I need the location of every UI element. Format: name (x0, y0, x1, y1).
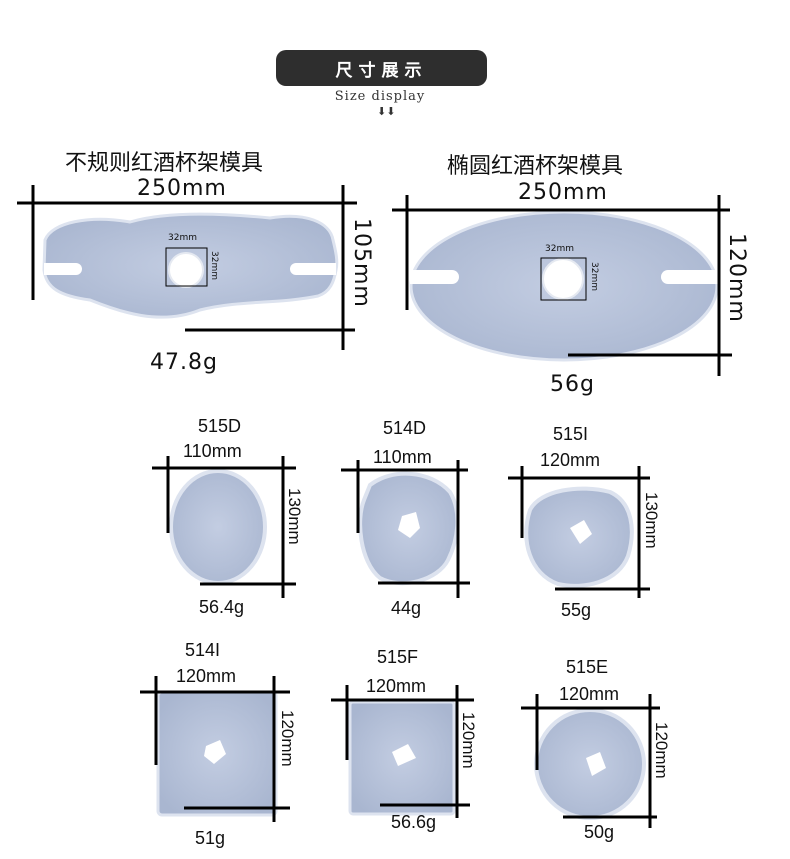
height-514I: 120mm (278, 710, 297, 767)
irregular-wine-rack-mold (42, 212, 339, 319)
mold-hole (204, 740, 226, 764)
mold-515F (331, 685, 474, 818)
width-515I: 120mm (540, 450, 601, 470)
slot-left (44, 263, 82, 275)
section-title: 尺寸展示 (335, 60, 428, 81)
glass-hole (542, 258, 584, 300)
height-515I: 130mm (642, 492, 661, 549)
height-515E: 120mm (652, 722, 671, 779)
width-514D: 110mm (373, 447, 432, 467)
oval-hole-height: 32mm (589, 262, 599, 291)
weight-514D: 44g (391, 598, 422, 618)
irregular-dimension-lines (17, 185, 357, 350)
oval-mold-title: 椭圆红酒杯架模具 (447, 154, 624, 179)
oval-dimension-lines (392, 195, 732, 376)
mold-515I (508, 466, 650, 598)
weight-515I: 55g (561, 600, 592, 620)
irregular-mold-title: 不规则红酒杯架模具 (65, 151, 264, 176)
mold-hole (586, 752, 606, 776)
mold-shape (169, 469, 267, 585)
mold-515D (152, 456, 296, 598)
irregular-width-label: 250mm (137, 176, 227, 201)
mold-hole (398, 512, 420, 538)
oval-hole-width: 32mm (545, 244, 574, 254)
width-515E: 120mm (559, 684, 620, 704)
section-subtitle: Size display (334, 89, 426, 104)
irregular-hole-height: 32mm (209, 251, 219, 280)
hole-box (165, 247, 208, 287)
oval-weight-label: 56g (550, 372, 595, 397)
mold-code-515I: 515I (553, 424, 589, 444)
section-title-badge: 尺寸展示 (276, 50, 487, 86)
height-515F: 120mm (459, 712, 478, 769)
hole-box (540, 257, 587, 301)
oval-height-label: 120mm (724, 233, 749, 323)
mold-code-514I: 514I (185, 640, 221, 660)
mold-code-515D: 515D (198, 416, 242, 436)
mold-code-515F: 515F (377, 647, 419, 667)
mold-hole (570, 520, 592, 544)
irregular-height-label: 105mm (349, 218, 374, 308)
weight-515E: 50g (584, 822, 615, 842)
slot-right (290, 263, 336, 275)
irregular-weight-label: 47.8g (150, 350, 218, 375)
slot-right (661, 270, 718, 284)
down-arrow-icon: ⬇⬇ (377, 105, 396, 118)
irregular-hole-width: 32mm (168, 233, 197, 243)
glass-hole (168, 252, 204, 288)
mold-code-514D: 514D (383, 418, 427, 438)
weight-514I: 51g (195, 828, 226, 848)
mold-code-515E: 515E (566, 657, 609, 677)
weight-515D: 56.4g (199, 597, 245, 617)
oval-width-label: 250mm (518, 180, 608, 205)
width-515D: 110mm (183, 441, 242, 461)
mold-515E (521, 694, 660, 828)
mold-514D (341, 460, 470, 598)
mold-514I (140, 676, 290, 822)
slot-left (410, 270, 459, 284)
mold-hole (392, 744, 416, 766)
width-515F: 120mm (366, 676, 427, 696)
oval-wine-rack-mold (409, 210, 719, 362)
weight-515F: 56.6g (391, 812, 437, 832)
height-515D: 130mm (285, 488, 304, 545)
width-514I: 120mm (176, 666, 237, 686)
